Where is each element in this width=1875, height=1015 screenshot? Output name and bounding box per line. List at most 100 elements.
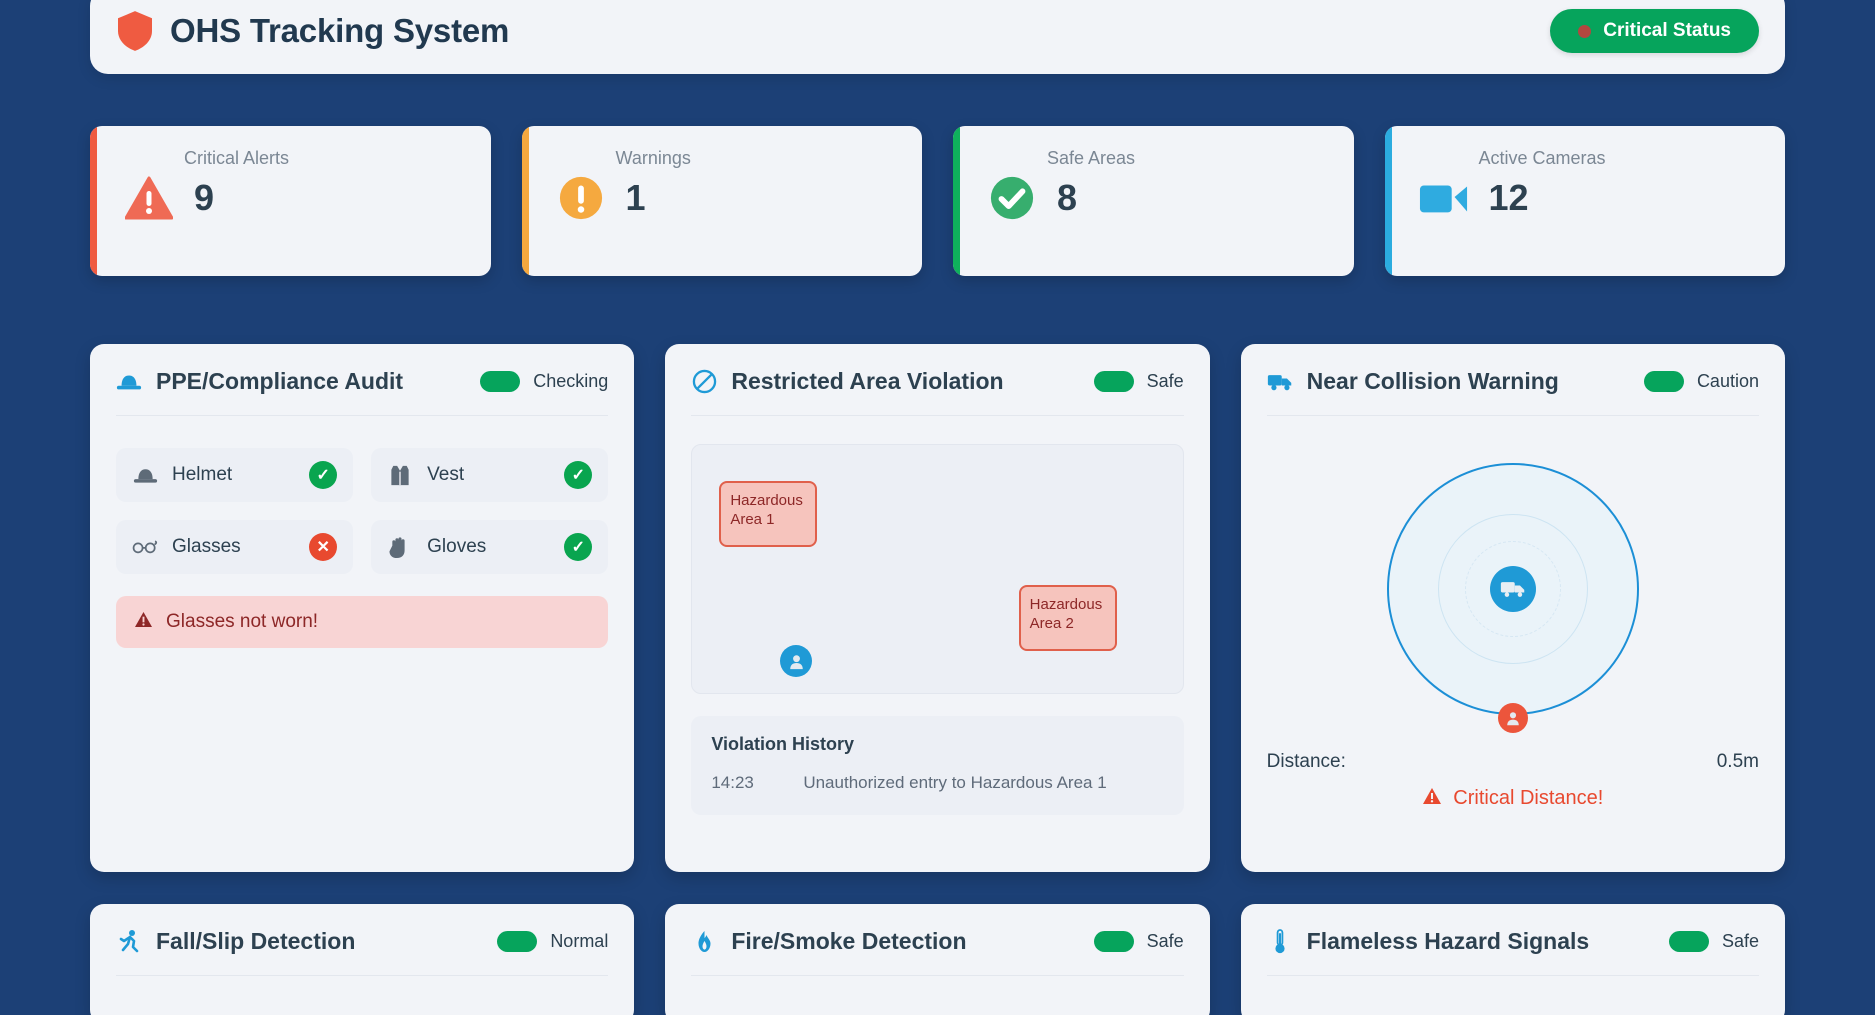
stat-card-critical-alerts[interactable]: Critical Alerts 9 <box>90 126 491 276</box>
panel-title: Fire/Smoke Detection <box>691 928 967 955</box>
ppe-item-glasses[interactable]: Glasses ✕ <box>116 520 354 574</box>
stat-body: 12 <box>1419 173 1762 223</box>
divider <box>1266 415 1759 416</box>
exclamation-circle-icon <box>556 173 606 223</box>
panel-title: Near Collision Warning <box>1267 368 1559 395</box>
ppe-item-helmet[interactable]: Helmet ✓ <box>116 448 354 502</box>
radar-ring-inner <box>1464 540 1561 637</box>
person-icon <box>1497 702 1528 733</box>
panel-header: Near Collision Warning Caution <box>1267 368 1759 415</box>
status-toggle[interactable] <box>480 371 521 392</box>
ppe-item-vest[interactable]: Vest ✓ <box>371 448 609 502</box>
status-badge-label: Critical Status <box>1603 20 1731 41</box>
hard-hat-icon <box>132 463 158 487</box>
status-toggle[interactable] <box>1093 371 1134 392</box>
ppe-alert-banner: Glasses not worn! <box>116 596 609 648</box>
status-toggle[interactable] <box>1668 931 1709 952</box>
ppe-item-label: Helmet <box>172 464 233 485</box>
status-label: Safe <box>1146 371 1184 391</box>
critical-distance-alert: Critical Distance! <box>1422 787 1603 810</box>
stat-value: 1 <box>625 177 646 218</box>
ppe-items: Helmet ✓ Vest ✓ Glasses ✕ <box>116 448 609 574</box>
panel-title-text: Restricted Area Violation <box>731 368 1004 394</box>
truck-icon <box>1489 565 1536 612</box>
stat-value: 12 <box>1488 177 1529 218</box>
ppe-status-badge: ✓ <box>564 461 593 489</box>
restricted-area-map[interactable]: Hazardous Area 1 Hazardous Area 2 <box>691 444 1184 694</box>
hazard-zone[interactable]: Hazardous Area 2 <box>1018 585 1117 651</box>
shield-icon <box>118 10 152 52</box>
stat-label: Active Cameras <box>1478 148 1606 168</box>
distance-label: Distance: <box>1266 750 1346 772</box>
ppe-item-gloves[interactable]: Gloves ✓ <box>371 520 609 574</box>
status-toggle[interactable] <box>1093 931 1134 952</box>
status-dot-icon <box>1578 24 1592 38</box>
radar-rings <box>1386 462 1639 733</box>
panel-title: PPE/Compliance Audit <box>116 368 403 395</box>
check-circle-icon <box>987 173 1037 223</box>
panel-status[interactable]: Normal <box>497 931 608 952</box>
status-label: Caution <box>1696 371 1759 391</box>
stat-label: Warnings <box>615 148 691 168</box>
panel-title-text: Fall/Slip Detection <box>156 928 356 954</box>
violation-history-title: Violation History <box>711 734 855 754</box>
hard-hat-icon <box>116 369 142 395</box>
panel-status[interactable]: Checking <box>480 371 608 392</box>
panel-status[interactable]: Safe <box>1093 931 1184 952</box>
status-label: Normal <box>550 931 609 951</box>
ppe-item-label: Gloves <box>427 536 487 557</box>
critical-distance-text: Critical Distance! <box>1453 786 1604 809</box>
stat-body: 9 <box>124 173 467 223</box>
status-toggle[interactable] <box>1643 371 1684 392</box>
running-person-icon <box>116 929 142 955</box>
truck-icon <box>1267 369 1293 395</box>
panel-header: Fall/Slip Detection Normal <box>116 928 608 975</box>
video-camera-icon <box>1419 173 1469 223</box>
person-icon[interactable] <box>780 645 813 677</box>
panel-status[interactable]: Safe <box>1093 371 1184 392</box>
stat-card-warnings[interactable]: Warnings 1 <box>521 126 922 276</box>
panel-header: Restricted Area Violation Safe <box>691 368 1184 415</box>
ppe-alert-text: Glasses not worn! <box>166 611 319 632</box>
divider <box>116 975 609 976</box>
panel-status[interactable]: Safe <box>1668 931 1759 952</box>
panel-flameless-hazard-signals: Flameless Hazard Signals Safe <box>1240 904 1785 1015</box>
secondary-panels: Fall/Slip Detection Normal Fire/Smoke De… <box>90 904 1785 1015</box>
stat-value: 9 <box>194 177 215 218</box>
panel-restricted-area-violation: Restricted Area Violation Safe Hazardous… <box>665 344 1210 872</box>
stat-cards: Critical Alerts 9 Warnings 1 Safe Areas <box>90 126 1785 276</box>
status-label: Safe <box>1146 931 1184 951</box>
panel-ppe-compliance-audit: PPE/Compliance Audit Checking Helmet ✓ <box>90 344 635 872</box>
header-brand: OHS Tracking System <box>118 10 509 52</box>
main-panels: PPE/Compliance Audit Checking Helmet ✓ <box>90 344 1785 872</box>
stat-card-safe-areas[interactable]: Safe Areas 8 <box>953 126 1354 276</box>
panel-header: PPE/Compliance Audit Checking <box>116 368 608 415</box>
flame-icon <box>691 929 717 955</box>
panel-fire-smoke-detection: Fire/Smoke Detection Safe <box>665 904 1210 1015</box>
stat-label: Safe Areas <box>1047 148 1136 168</box>
panel-title-text: Flameless Hazard Signals <box>1306 928 1590 954</box>
status-badge[interactable]: Critical Status <box>1550 9 1759 53</box>
panel-title-text: Fire/Smoke Detection <box>731 928 967 954</box>
stat-value: 8 <box>1057 177 1078 218</box>
list-item[interactable]: 14:23 Unauthorized entry to Hazardous Ar… <box>711 773 1163 793</box>
warning-triangle-icon <box>1422 787 1442 810</box>
hazard-zone[interactable]: Hazardous Area 1 <box>719 481 818 547</box>
panel-title-text: Near Collision Warning <box>1306 368 1559 394</box>
panel-header: Fire/Smoke Detection Safe <box>691 928 1184 975</box>
warning-triangle-icon <box>134 611 153 633</box>
stat-card-active-cameras[interactable]: Active Cameras 12 <box>1384 126 1785 276</box>
panel-status[interactable]: Caution <box>1643 371 1759 392</box>
panel-fall-slip-detection: Fall/Slip Detection Normal <box>90 904 635 1015</box>
panel-title-text: PPE/Compliance Audit <box>156 368 404 394</box>
divider <box>691 415 1184 416</box>
divider <box>1266 975 1759 976</box>
ppe-status-badge: ✓ <box>309 461 338 489</box>
divider <box>116 415 609 416</box>
thermometer-icon <box>1267 928 1293 955</box>
stat-body: 8 <box>987 173 1330 223</box>
violation-history: Violation History 14:23 Unauthorized ent… <box>691 716 1184 815</box>
distance-value: 0.5m <box>1716 750 1759 772</box>
stat-body: 1 <box>556 173 899 223</box>
status-toggle[interactable] <box>497 931 538 952</box>
